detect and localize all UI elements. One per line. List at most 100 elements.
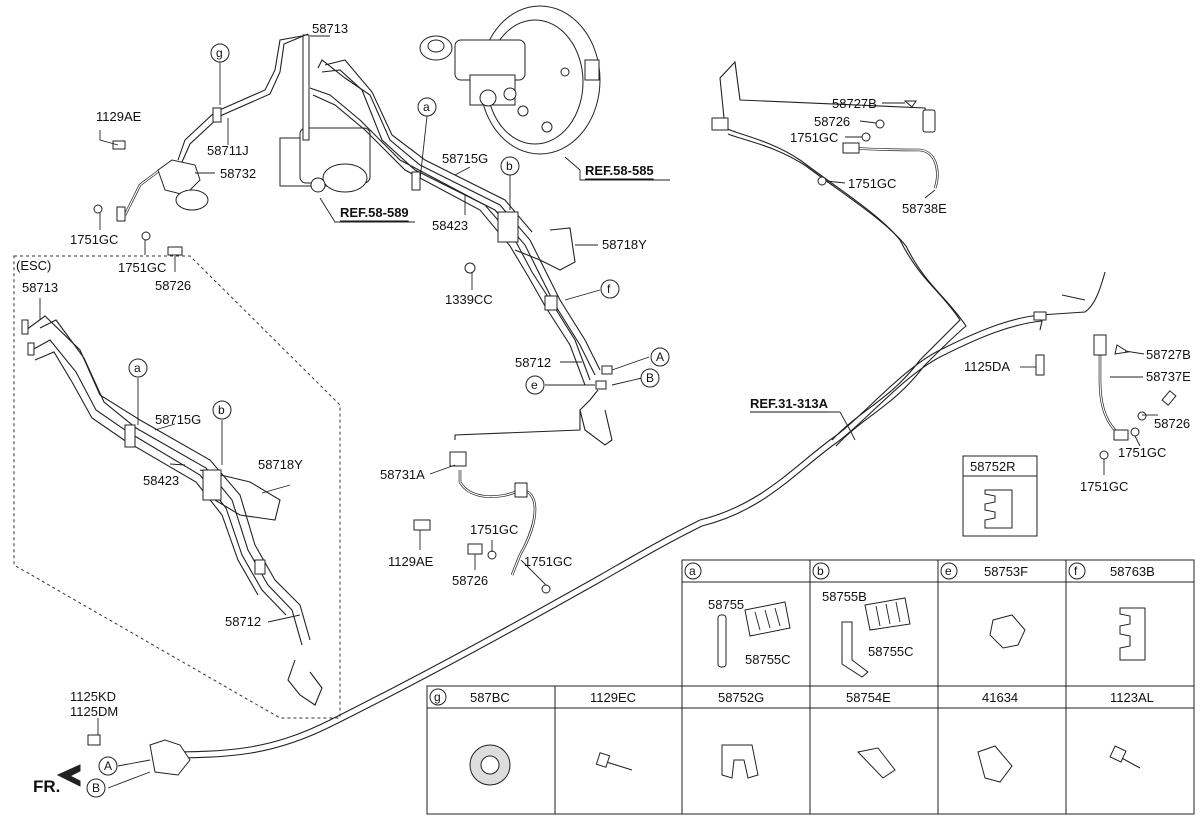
label-1751gc-left1: 1751GC	[70, 232, 118, 247]
marker-B-bottom: B	[86, 778, 106, 798]
label-58737e: 58737E	[1146, 369, 1191, 384]
marker-a-esc: a	[128, 358, 148, 378]
cell-g-title: 587BC	[470, 690, 510, 705]
svg-text:e: e	[945, 564, 952, 578]
cell-b-part2: 58755C	[868, 644, 914, 659]
svg-text:A: A	[656, 350, 664, 364]
cell-a-part2: 58755C	[745, 652, 791, 667]
label-1751gc-rb1: 1751GC	[1118, 445, 1166, 460]
clip-icon-2	[977, 745, 1013, 783]
marker-A-bottom: A	[98, 756, 118, 776]
svg-text:b: b	[218, 403, 225, 417]
part-box-58752r: 58752R	[962, 455, 1038, 537]
connector-icon	[857, 747, 896, 779]
cell-a-part1: 58755	[708, 597, 744, 612]
svg-text:e: e	[531, 378, 538, 392]
cell-41634-title: 41634	[982, 690, 1018, 705]
cell-f-title: 58763B	[1110, 564, 1155, 579]
bolt-icon-2	[1109, 745, 1127, 763]
label-58423-top: 58423	[432, 218, 468, 233]
ref-58-585-label: REF.58-585	[585, 163, 654, 178]
label-1751gc-left2: 1751GC	[118, 260, 166, 275]
esc-pipe-bundle	[21, 315, 323, 706]
label-58713-top: 58713	[312, 21, 348, 36]
esc-label: (ESC)	[16, 258, 51, 273]
label-58712-esc: 58712	[225, 614, 261, 629]
svg-text:g: g	[434, 690, 441, 704]
abs-hcu-unit	[279, 34, 371, 193]
leader-lines	[39, 35, 1158, 789]
front-left-caliper-line	[93, 33, 309, 256]
label-1125da: 1125DA	[964, 359, 1010, 374]
label-58726-mid: 58726	[452, 573, 488, 588]
label-1751gc-rb2: 1751GC	[1080, 479, 1128, 494]
svg-text:A: A	[104, 759, 112, 773]
label-1129ae-top: 1129AE	[96, 109, 142, 124]
marker-b-top: b	[500, 156, 520, 176]
svg-text:g: g	[216, 46, 223, 60]
ref-31-313a-label: REF.31-313A	[750, 396, 829, 411]
front-right-hose	[413, 410, 581, 594]
cell-e: e	[940, 562, 958, 580]
label-1129ae-mid: 1129AE	[388, 554, 434, 569]
svg-text:b: b	[506, 159, 513, 173]
cell-b: b	[812, 562, 830, 580]
svg-text:B: B	[92, 781, 100, 795]
cell-b-part1: 58755B	[822, 589, 867, 604]
cell-a: a	[684, 562, 702, 580]
marker-f-top: f	[600, 279, 620, 299]
marker-A-top: A	[650, 347, 670, 367]
label-58731a: 58731A	[380, 467, 425, 482]
svg-text:a: a	[134, 361, 141, 375]
label-1751gc-mid2: 1751GC	[524, 554, 572, 569]
svg-text:b: b	[817, 564, 824, 578]
front-junction-fitting	[56, 734, 191, 787]
svg-text:f: f	[1074, 564, 1078, 578]
ref-58-589-label: REF.58-589	[340, 205, 409, 220]
marker-a-top: a	[417, 97, 437, 117]
rear-right-hose-mid	[1033, 311, 1177, 460]
marker-B-top: B	[640, 368, 660, 388]
label-1339cc: 1339CC	[445, 292, 493, 307]
label-58726-right: 58726	[1154, 416, 1190, 431]
front-direction-label: FR.	[33, 777, 60, 796]
label-58752r: 58752R	[970, 459, 1016, 474]
cell-e-title: 58753F	[984, 564, 1028, 579]
circle-markers: g a b f A e B a b A B	[86, 43, 670, 798]
label-58713-esc: 58713	[22, 280, 58, 295]
cell-1129ec-title: 1129EC	[590, 690, 636, 705]
esc-inset-border	[13, 255, 341, 719]
label-58718y-top: 58718Y	[602, 237, 647, 252]
label-1125dm: 1125DM	[70, 704, 118, 719]
label-58715g-esc: 58715G	[155, 412, 201, 427]
bolt-icon	[595, 752, 611, 768]
label-1751gc-rt2: 1751GC	[848, 176, 896, 191]
marker-b-esc: b	[212, 400, 232, 420]
label-1751gc-mid1: 1751GC	[470, 522, 518, 537]
cell-1123al-title: 1123AL	[1110, 690, 1154, 705]
marker-e-top: e	[525, 375, 545, 395]
svg-text:f: f	[607, 282, 611, 296]
cell-58752g-title: 58752G	[718, 690, 764, 705]
svg-text:a: a	[689, 564, 696, 578]
svg-text:B: B	[646, 371, 654, 385]
svg-text:a: a	[423, 100, 430, 114]
rear-right-hose-top	[711, 100, 939, 189]
front-pipe-bundle	[309, 59, 613, 446]
cell-g: g	[429, 688, 447, 706]
label-58732: 58732	[220, 166, 256, 181]
clip-icon	[721, 744, 759, 779]
label-58738e: 58738E	[902, 201, 947, 216]
label-58715g-top: 58715G	[442, 151, 488, 166]
detail-table: a b e 58753F f 58763B 58755 58755C 58755…	[426, 559, 1195, 815]
label-58726-right-top: 58726	[814, 114, 850, 129]
label-1125kd: 1125KD	[70, 689, 116, 704]
label-58423-esc: 58423	[143, 473, 179, 488]
label-58718y-esc: 58718Y	[258, 457, 303, 472]
label-58727b-right: 58727B	[1146, 347, 1191, 362]
label-1751gc-rt1: 1751GC	[790, 130, 838, 145]
cell-f: f	[1068, 562, 1086, 580]
label-58711j: 58711J	[207, 143, 249, 158]
marker-g-top: g	[210, 43, 230, 63]
